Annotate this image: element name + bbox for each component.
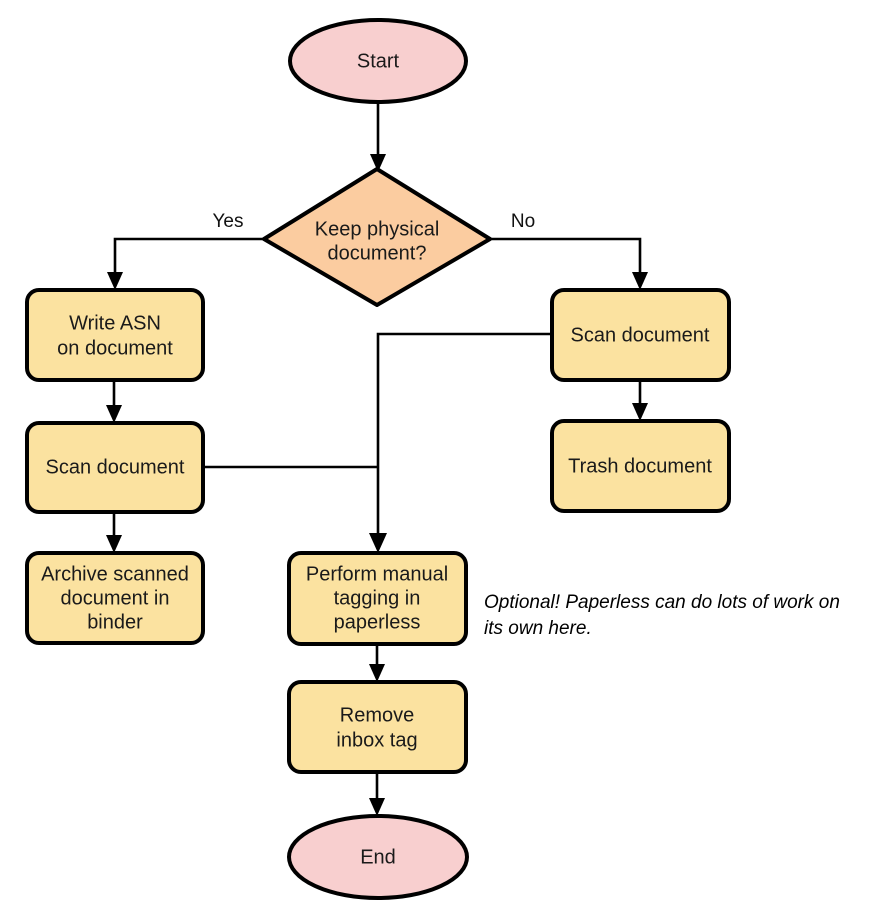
annotation-optional-note: Optional! Paperless can do lots of work … (484, 592, 840, 639)
arrow-head-icon (370, 154, 386, 172)
node-decision-label-line1: Keep physical (315, 218, 440, 240)
node-scan-document-right-label: Scan document (571, 324, 710, 346)
edge-remove-tag-to-end (369, 772, 385, 816)
node-scan-document-left-label: Scan document (46, 456, 185, 478)
node-remove-inbox-tag[interactable]: Remove inbox tag (287, 680, 468, 774)
arrow-head-icon (632, 272, 648, 290)
edge-scan-right-to-tagging (369, 332, 552, 553)
node-trash-document[interactable]: Trash document (550, 419, 731, 513)
edge-write-asn-to-scan-left (106, 380, 122, 423)
node-write-asn-label-line1: Write ASN (69, 312, 161, 334)
edge-scan-right-to-trash (632, 380, 648, 421)
edge-start-to-decision (370, 103, 386, 172)
edge-label-yes: Yes (213, 211, 244, 232)
node-trash-document-label: Trash document (568, 455, 712, 477)
node-archive-label-line3: binder (87, 611, 143, 633)
edge-decision-to-write-asn (107, 237, 264, 290)
node-scan-document-right[interactable]: Scan document (550, 288, 731, 382)
node-perform-manual-tagging-in-paperless[interactable]: Perform manual tagging in paperless (287, 551, 468, 646)
node-decision-keep-physical-document[interactable]: Keep physical document? (262, 167, 492, 307)
node-end-label: End (360, 846, 396, 868)
node-remove-tag-label-line2: inbox tag (336, 729, 417, 751)
arrow-head-icon (106, 405, 122, 423)
node-write-asn-label-line2: on document (57, 337, 173, 359)
edge-label-no: No (511, 211, 535, 232)
node-write-asn-on-document[interactable]: Write ASN on document (25, 288, 205, 382)
node-tagging-label-line2: tagging in (334, 587, 421, 609)
node-end[interactable]: End (287, 814, 469, 900)
arrow-head-icon (106, 535, 122, 553)
node-archive-scanned-document-in-binder[interactable]: Archive scanned document in binder (25, 551, 205, 645)
annotation-line-2: its own here. (484, 618, 592, 639)
arrow-head-icon (632, 403, 648, 421)
edge-decision-to-scan-right (490, 237, 648, 290)
arrow-head-icon (107, 272, 123, 290)
node-remove-tag-label-line1: Remove (340, 704, 414, 726)
arrow-head-icon (369, 798, 385, 816)
node-start[interactable]: Start (288, 18, 468, 104)
node-start-label: Start (357, 50, 400, 72)
node-scan-document-left[interactable]: Scan document (25, 421, 205, 514)
node-tagging-label-line3: paperless (334, 611, 421, 633)
node-archive-label-line1: Archive scanned (41, 563, 189, 585)
node-decision-label-line2: document? (328, 242, 427, 264)
arrow-head-icon (369, 533, 387, 553)
arrow-head-icon (369, 664, 385, 682)
annotation-line-1: Optional! Paperless can do lots of work … (484, 592, 840, 613)
edge-scan-left-to-archive (106, 512, 122, 553)
edge-tagging-to-remove-tag (369, 645, 385, 682)
node-archive-label-line2: document in (61, 587, 170, 609)
node-tagging-label-line1: Perform manual (306, 563, 448, 585)
